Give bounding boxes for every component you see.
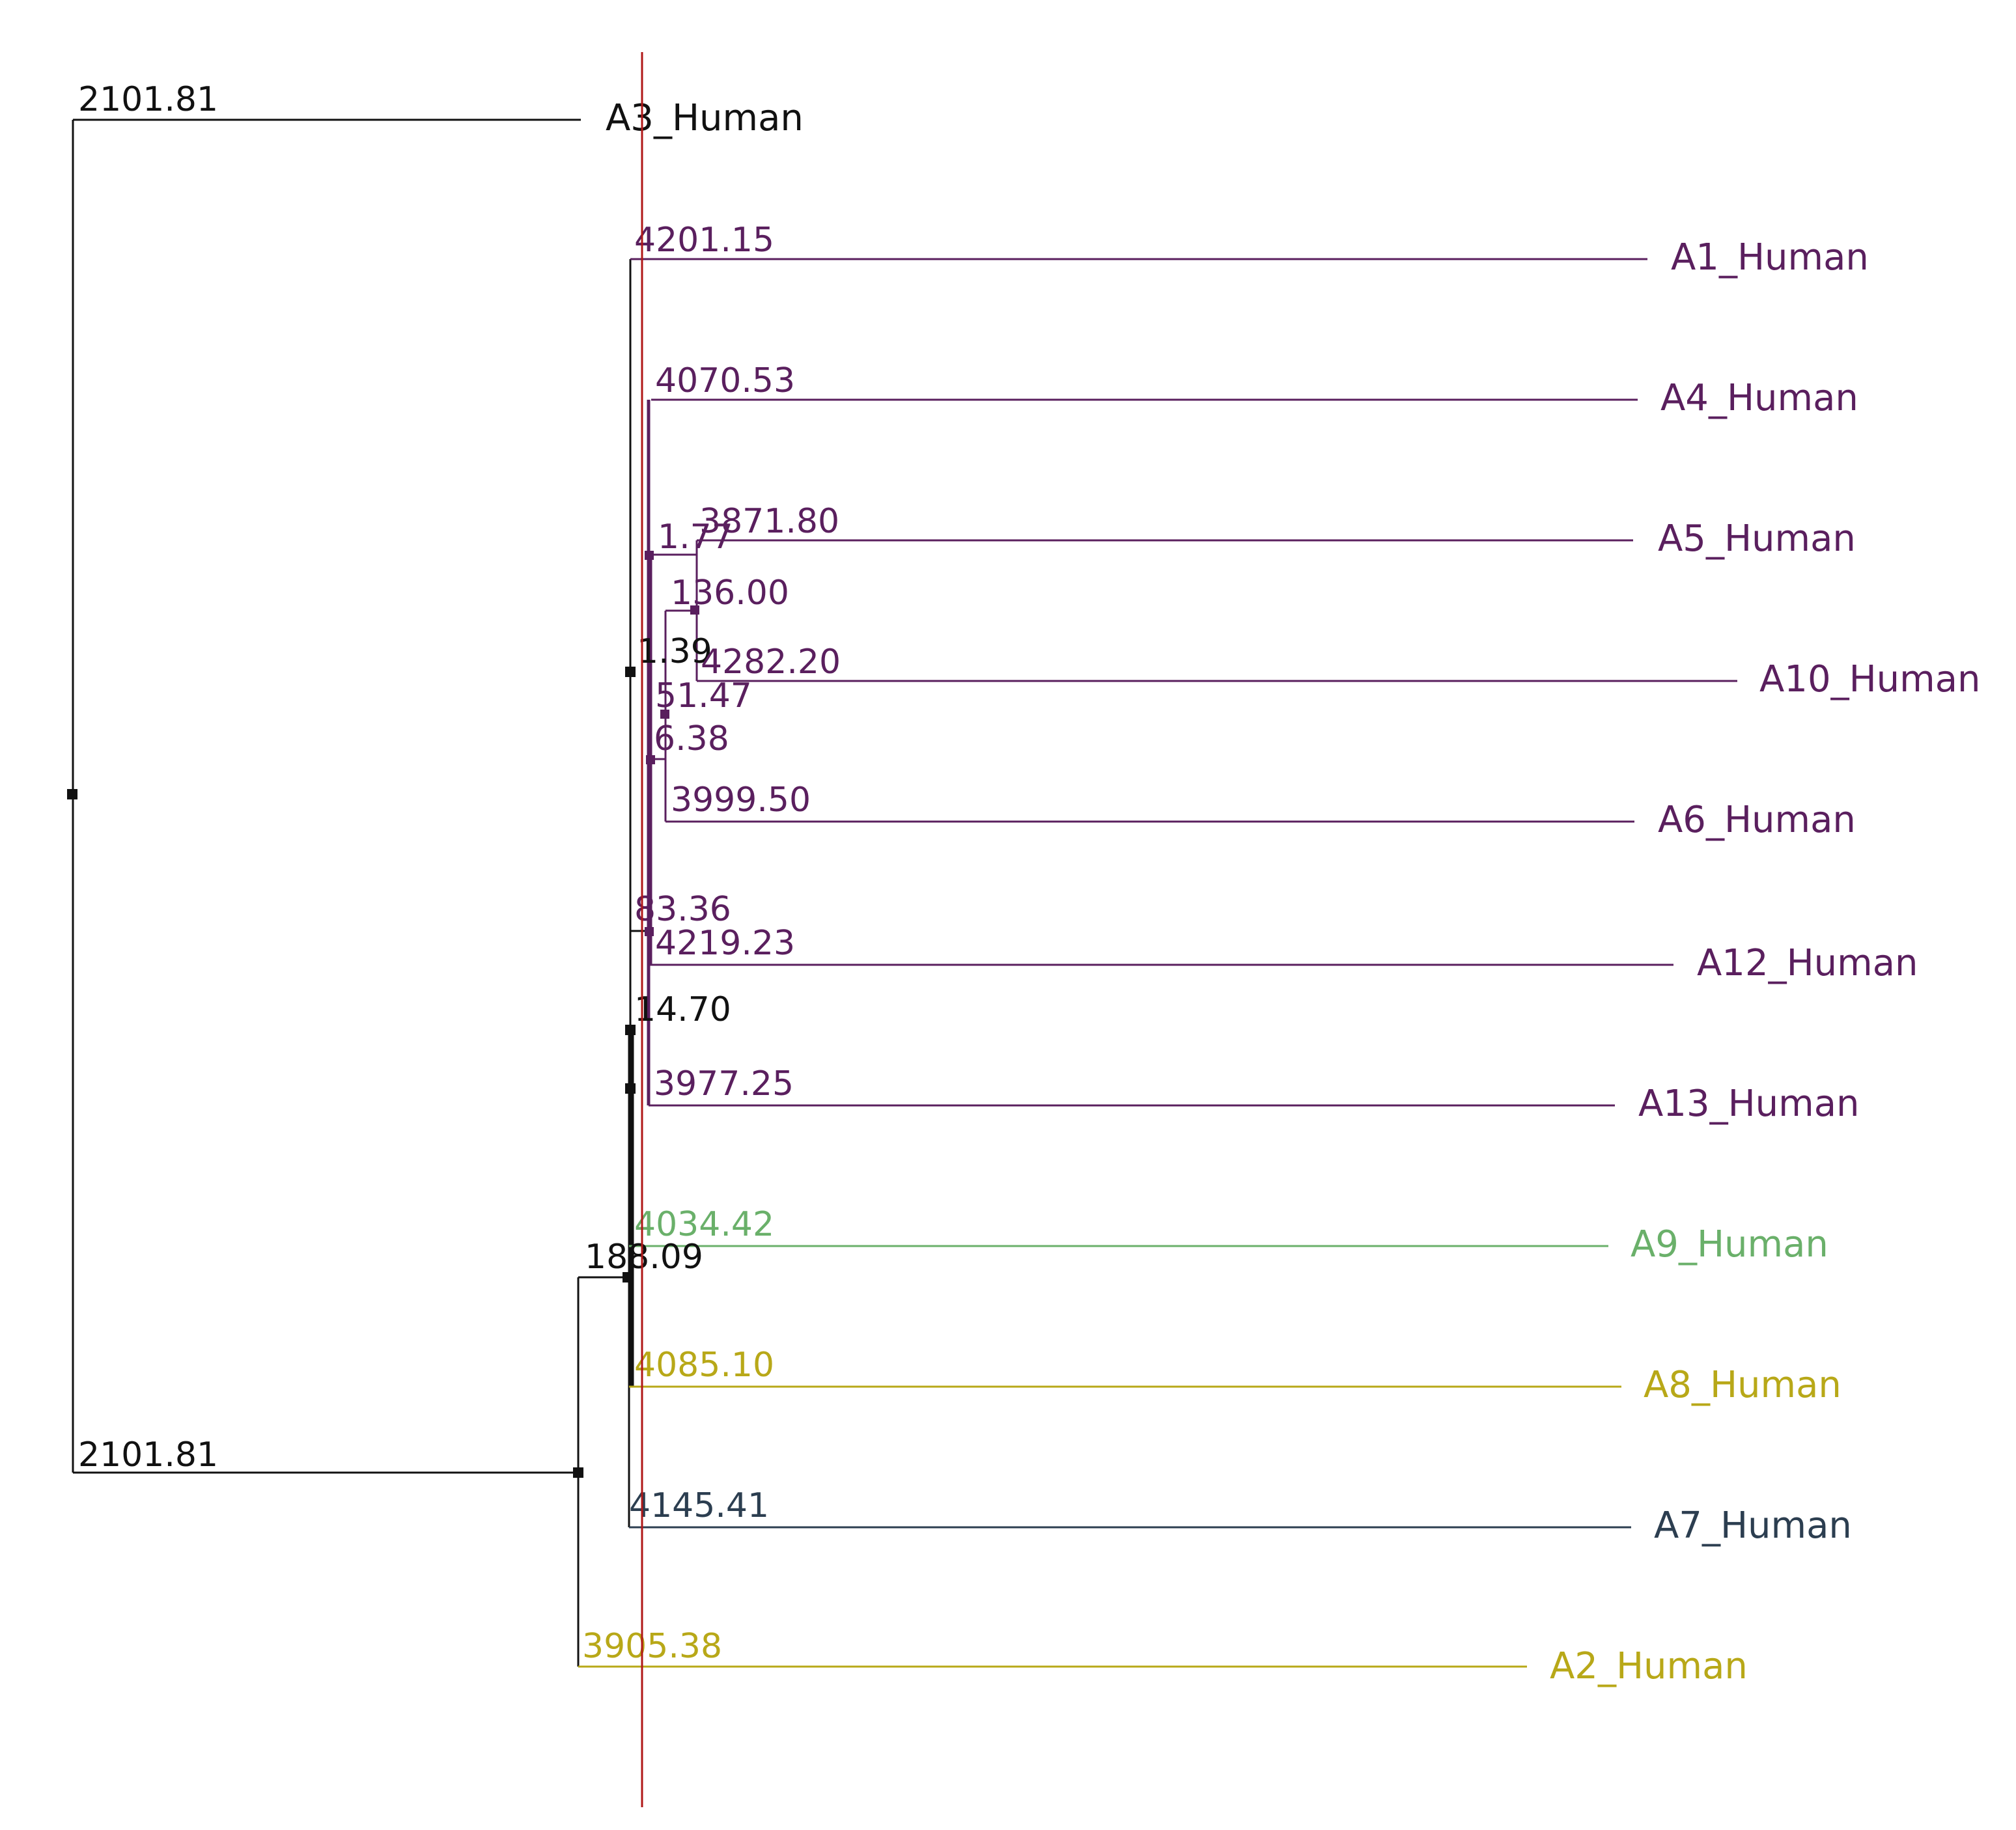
leaf-label-A4: A4_Human [1660,377,1858,419]
node-51 [660,710,669,719]
node-136 [690,605,699,615]
clade-purple [645,398,1737,1107]
value-a5: 3871.80 [699,502,839,541]
leaf-label-A2: A2_Human [1550,1645,1748,1687]
value-188: 188.09 [585,1238,703,1277]
leaf-label-A9: A9_Human [1631,1223,1828,1266]
value-6-38: 6.38 [654,719,729,758]
value-a2: 3905.38 [582,1627,722,1666]
clade-188 [573,1276,1527,1668]
value-root-top: 2101.81 [78,80,218,119]
value-a9: 4034.42 [634,1205,774,1244]
leaf-label-A8: A8_Human [1644,1364,1841,1406]
value-1-77: 1.77 [658,518,733,557]
node-14-70 [625,1025,636,1035]
leaf-label-A6: A6_Human [1658,799,1856,841]
value-14-70: 14.70 [634,990,731,1029]
value-root-bottom: 2101.81 [78,1435,218,1475]
branch-values: 2101.81 2101.81 4201.15 4070.53 3871.80 … [78,80,841,1666]
node-188-split [623,1272,632,1282]
leaf-label-A1: A1_Human [1671,236,1869,279]
leaf-label-A12: A12_Human [1697,942,1918,984]
leaf-label-A13: A13_Human [1638,1083,1860,1125]
value-a8: 4085.10 [634,1346,774,1385]
leaf-labels: A3_Human A1_Human A4_Human A5_Human A10_… [606,97,1981,1687]
value-a12: 4219.23 [655,924,795,963]
clade-188-node [573,1467,583,1478]
root-node [67,789,77,799]
node-83 [645,927,654,936]
value-1-39: 1.39 [637,632,712,671]
value-a6: 3999.50 [671,781,811,820]
value-51: 51.47 [655,676,752,715]
leaf-label-A3: A3_Human [606,97,804,139]
value-a1: 4201.15 [634,221,774,260]
value-83: 83.36 [634,890,731,929]
node-6-38 [646,755,655,764]
clade-main [623,258,1647,1529]
node-1-77 [645,551,654,560]
value-136: 136.00 [671,574,789,613]
leaf-label-A10: A10_Human [1759,658,1981,700]
node-main-lower [625,1083,636,1094]
node-1-39 [625,667,636,677]
value-a7: 4145.41 [629,1486,769,1525]
leaf-label-A5: A5_Human [1658,518,1856,560]
leaf-label-A7: A7_Human [1654,1504,1852,1547]
value-a4: 4070.53 [655,361,795,400]
root-branches [67,118,581,1474]
value-a10: 4282.20 [701,643,841,682]
value-a13: 3977.25 [654,1064,794,1103]
